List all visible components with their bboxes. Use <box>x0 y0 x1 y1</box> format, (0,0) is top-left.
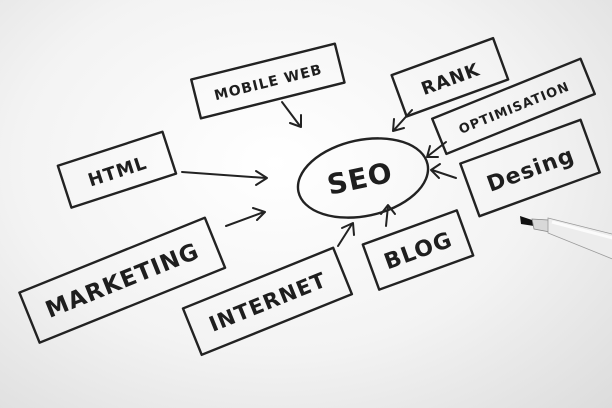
arrow-optimisation-to-seo <box>426 141 447 158</box>
arrow-mobile-web-to-seo <box>281 101 302 128</box>
node-label: Desing <box>484 143 578 198</box>
node-box <box>181 246 354 357</box>
node-marketing: MARKETING <box>18 216 227 344</box>
arrow-blog-to-seo <box>380 204 396 227</box>
node-blog: BLOG <box>361 209 475 291</box>
node-rank: RANK <box>390 36 510 118</box>
center-label: SEO <box>324 156 396 202</box>
node-box <box>190 42 346 120</box>
marker-pen-icon <box>520 216 612 260</box>
arrow-rank-to-seo <box>392 109 413 132</box>
node-box <box>56 130 178 209</box>
node-label: MOBILE WEB <box>213 62 324 104</box>
node-mobile-web: MOBILE WEB <box>190 42 346 120</box>
node-internet: INTERNET <box>181 246 354 357</box>
node-box <box>390 36 510 118</box>
node-label: INTERNET <box>206 268 330 337</box>
arrow-html-to-seo <box>181 170 268 186</box>
node-box <box>18 216 227 344</box>
node-label: RANK <box>419 59 483 100</box>
node-box <box>430 57 596 156</box>
node-box <box>361 209 475 291</box>
node-desing: Desing <box>459 118 601 218</box>
node-box <box>459 118 601 218</box>
center-node: SEO <box>296 137 430 219</box>
arrow-internet-to-seo <box>337 222 355 247</box>
node-html: HTML <box>56 130 178 209</box>
center-ellipse <box>296 137 430 219</box>
arrow-desing-to-seo <box>430 163 457 179</box>
arrow-marketing-to-seo <box>225 207 266 227</box>
